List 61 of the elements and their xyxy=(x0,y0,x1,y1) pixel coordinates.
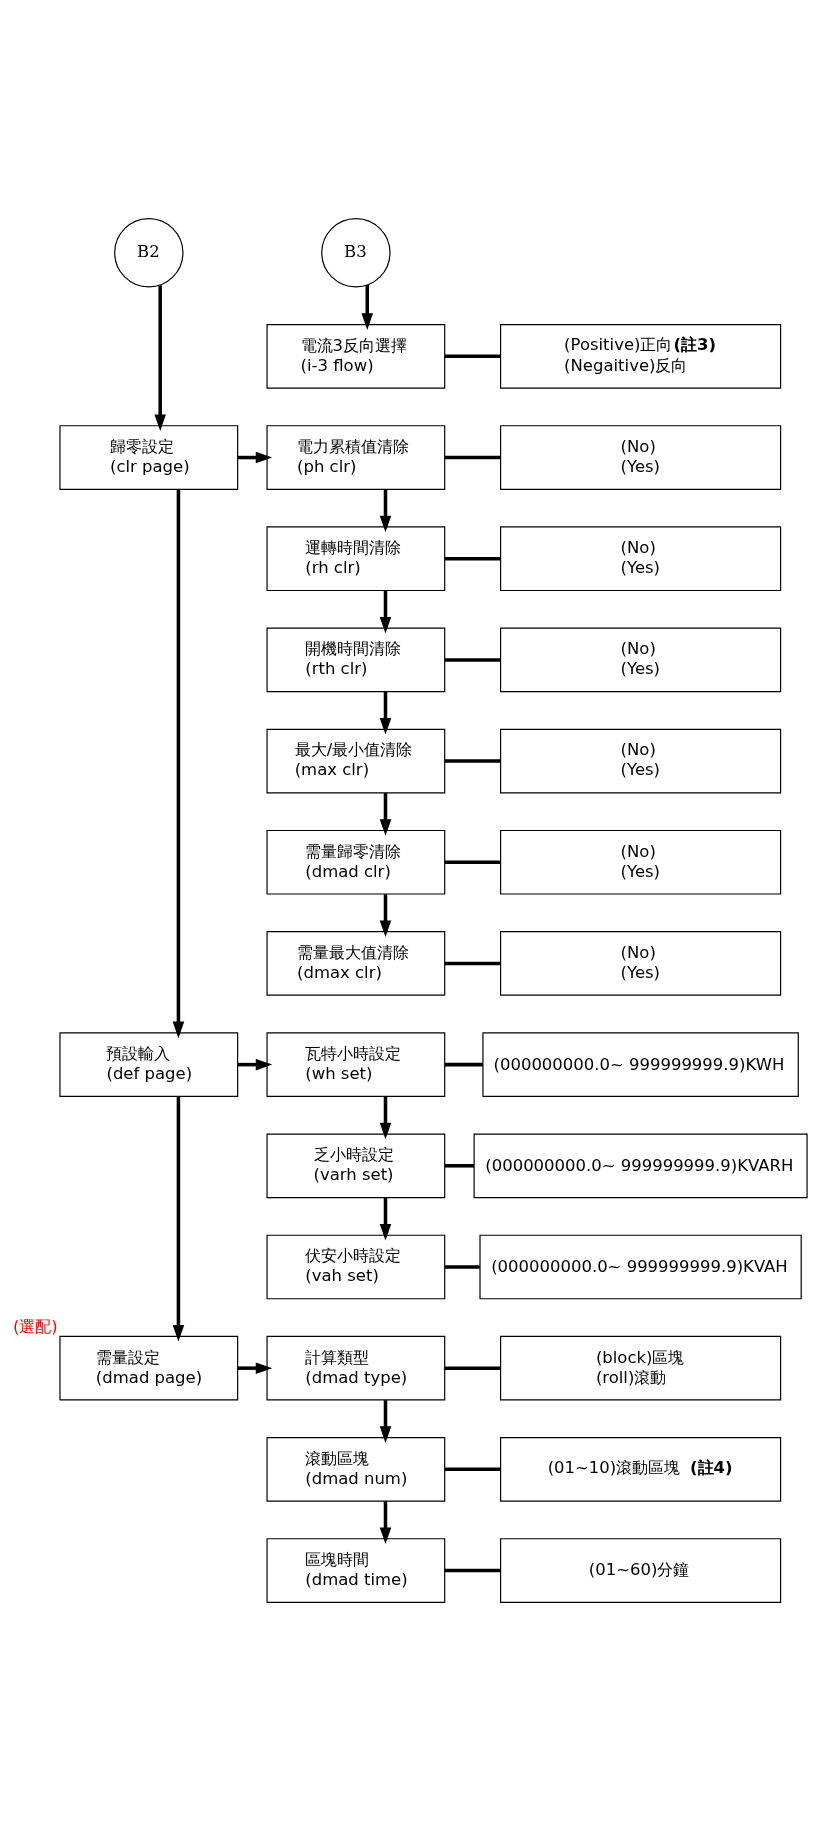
node-box: 滾動區塊 (dmad num) xyxy=(266,1437,446,1502)
connector xyxy=(444,1265,480,1269)
connector xyxy=(444,759,501,763)
node-box: 瓦特小時設定 (wh set) xyxy=(266,1032,446,1097)
arrow xyxy=(237,1362,273,1374)
node-box: (No) (Yes) xyxy=(500,931,782,996)
node-box: 需量歸零清除 (dmad clr) xyxy=(266,829,446,895)
arrow xyxy=(379,1400,392,1443)
node-box: (block)區塊 (roll)滾動 xyxy=(500,1335,782,1401)
arrow xyxy=(379,793,392,836)
arrow xyxy=(361,285,374,330)
arrow xyxy=(379,590,392,634)
arrow xyxy=(379,894,392,937)
node-box: (000000000.0~ 999999999.9)KVAH xyxy=(479,1234,802,1300)
connector xyxy=(444,556,501,561)
arrow xyxy=(237,451,273,464)
node-box: (000000000.0~ 999999999.9)KVARH xyxy=(473,1133,808,1199)
connector xyxy=(444,1062,483,1067)
node-box: 計算類型 (dmad type) xyxy=(266,1335,446,1401)
arrow xyxy=(154,285,166,431)
connector xyxy=(444,1467,501,1472)
node-box: 歸零設定 (clr page) xyxy=(59,425,239,490)
node-box: 開機時間清除 (rth clr) xyxy=(266,627,446,693)
node-box: (No) (Yes) xyxy=(500,425,782,490)
node-box: 電力累積值清除 (ph clr) xyxy=(266,425,446,490)
node-box: (No) (Yes) xyxy=(500,728,782,794)
arrow xyxy=(237,1058,273,1071)
node-box: 最大/最小值清除 (max clr) xyxy=(266,728,446,794)
arrow xyxy=(379,1197,392,1241)
arrow xyxy=(379,1501,392,1545)
connector xyxy=(444,1366,501,1370)
connector xyxy=(444,961,501,966)
node-box: 伏安小時設定 (vah set) xyxy=(266,1234,446,1300)
arrow xyxy=(379,1096,392,1140)
node-label: (選配) xyxy=(12,1316,58,1336)
connector xyxy=(444,658,501,662)
node-box: (No) (Yes) xyxy=(500,627,782,693)
node-box: (01~60)分鐘 xyxy=(500,1538,782,1603)
node-box: 乏小時設定 (varh set) xyxy=(266,1133,446,1199)
node-box: 需量設定 (dmad page) xyxy=(59,1335,239,1401)
connector xyxy=(444,455,501,460)
connector xyxy=(444,1568,501,1573)
arrow xyxy=(172,489,185,1039)
connector xyxy=(444,860,501,865)
node-box: 電流3反向選擇 (i-3 flow) xyxy=(266,324,446,389)
node-box: (No) (Yes) xyxy=(500,526,782,592)
connector xyxy=(444,354,501,359)
node-box: 需量最大值清除 (dmax clr) xyxy=(266,931,446,996)
arrow xyxy=(379,691,392,735)
arrow xyxy=(379,489,392,533)
node-box: (No) (Yes) xyxy=(500,829,782,895)
node-box: (Positive)正向(註3) (Negaitive)反向 xyxy=(500,324,782,389)
node-box: 預設輸入 (def page) xyxy=(59,1032,239,1097)
node-circle: B2 xyxy=(114,218,184,288)
connector xyxy=(444,1164,475,1168)
node-box: 區塊時間 (dmad time) xyxy=(266,1538,446,1603)
arrow xyxy=(172,1096,185,1342)
node-box: (01~10)滾動區塊 (註4) xyxy=(500,1437,782,1502)
node-box: (000000000.0~ 999999999.9)KWH xyxy=(482,1032,799,1097)
node-circle: B3 xyxy=(321,218,391,288)
node-box: 運轉時間清除 (rh clr) xyxy=(266,526,446,592)
